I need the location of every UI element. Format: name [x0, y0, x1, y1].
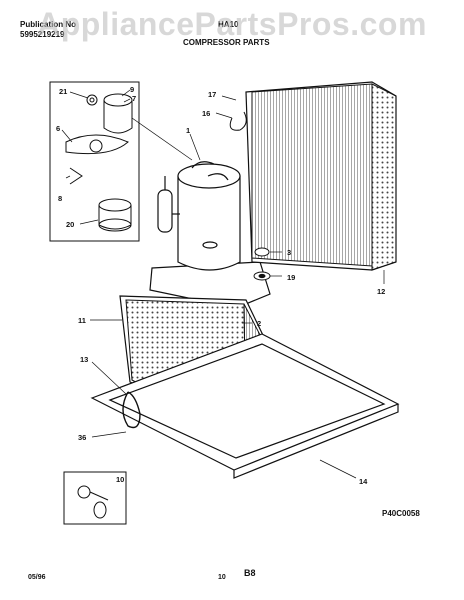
washers — [253, 247, 271, 281]
clip-8 — [69, 167, 83, 185]
callout-10: 10 — [116, 475, 124, 484]
callout-13: 13 — [80, 355, 88, 364]
callout-36: 36 — [78, 433, 86, 442]
callout-1: 1 — [186, 126, 190, 135]
washer-3 — [254, 247, 270, 257]
callout-9: 9 — [130, 85, 134, 94]
callout-labels: 21 9 7 6 8 20 1 17 16 3 19 12 11 2 13 36… — [56, 85, 385, 486]
footer-code: B8 — [244, 568, 256, 578]
nut-21 — [86, 94, 98, 106]
publication-number: 5995219219 — [20, 30, 65, 39]
model-number: HA10 — [218, 20, 239, 29]
publication-label: Publication No — [20, 20, 76, 29]
gasket-6 — [65, 134, 129, 155]
callout-7: 7 — [132, 94, 136, 103]
terminal-cover-body — [103, 100, 133, 134]
callout-6: 6 — [56, 124, 60, 133]
diagram-code: P40C0058 — [382, 509, 420, 518]
callout-20: 20 — [66, 220, 74, 229]
accumulator — [157, 189, 173, 233]
section-title: COMPRESSOR PARTS — [183, 38, 270, 47]
inset-border — [49, 81, 140, 242]
inset-10-border — [63, 471, 127, 525]
grommet-20 — [98, 198, 132, 212]
callout-8: 8 — [58, 194, 62, 203]
callout-17: 17 — [208, 90, 216, 99]
callout-12: 12 — [377, 287, 385, 296]
compressor-base-plate — [149, 261, 271, 309]
base-pan — [90, 333, 400, 479]
callout-11: 11 — [78, 316, 86, 325]
callout-2: 2 — [257, 319, 261, 328]
leader-lines — [61, 89, 385, 479]
callout-3: 3 — [287, 248, 291, 257]
footer-date: 05/96 — [28, 574, 46, 581]
detail-inset-10 — [63, 471, 127, 525]
callout-19: 19 — [287, 273, 295, 282]
footer-page: 10 — [218, 574, 226, 581]
condenser-coil — [229, 81, 397, 271]
compressor — [149, 161, 271, 309]
callout-16: 16 — [202, 109, 210, 118]
detail-inset — [49, 81, 140, 242]
callout-14: 14 — [359, 477, 368, 486]
drain-loop — [122, 391, 141, 429]
callout-21: 21 — [59, 87, 67, 96]
